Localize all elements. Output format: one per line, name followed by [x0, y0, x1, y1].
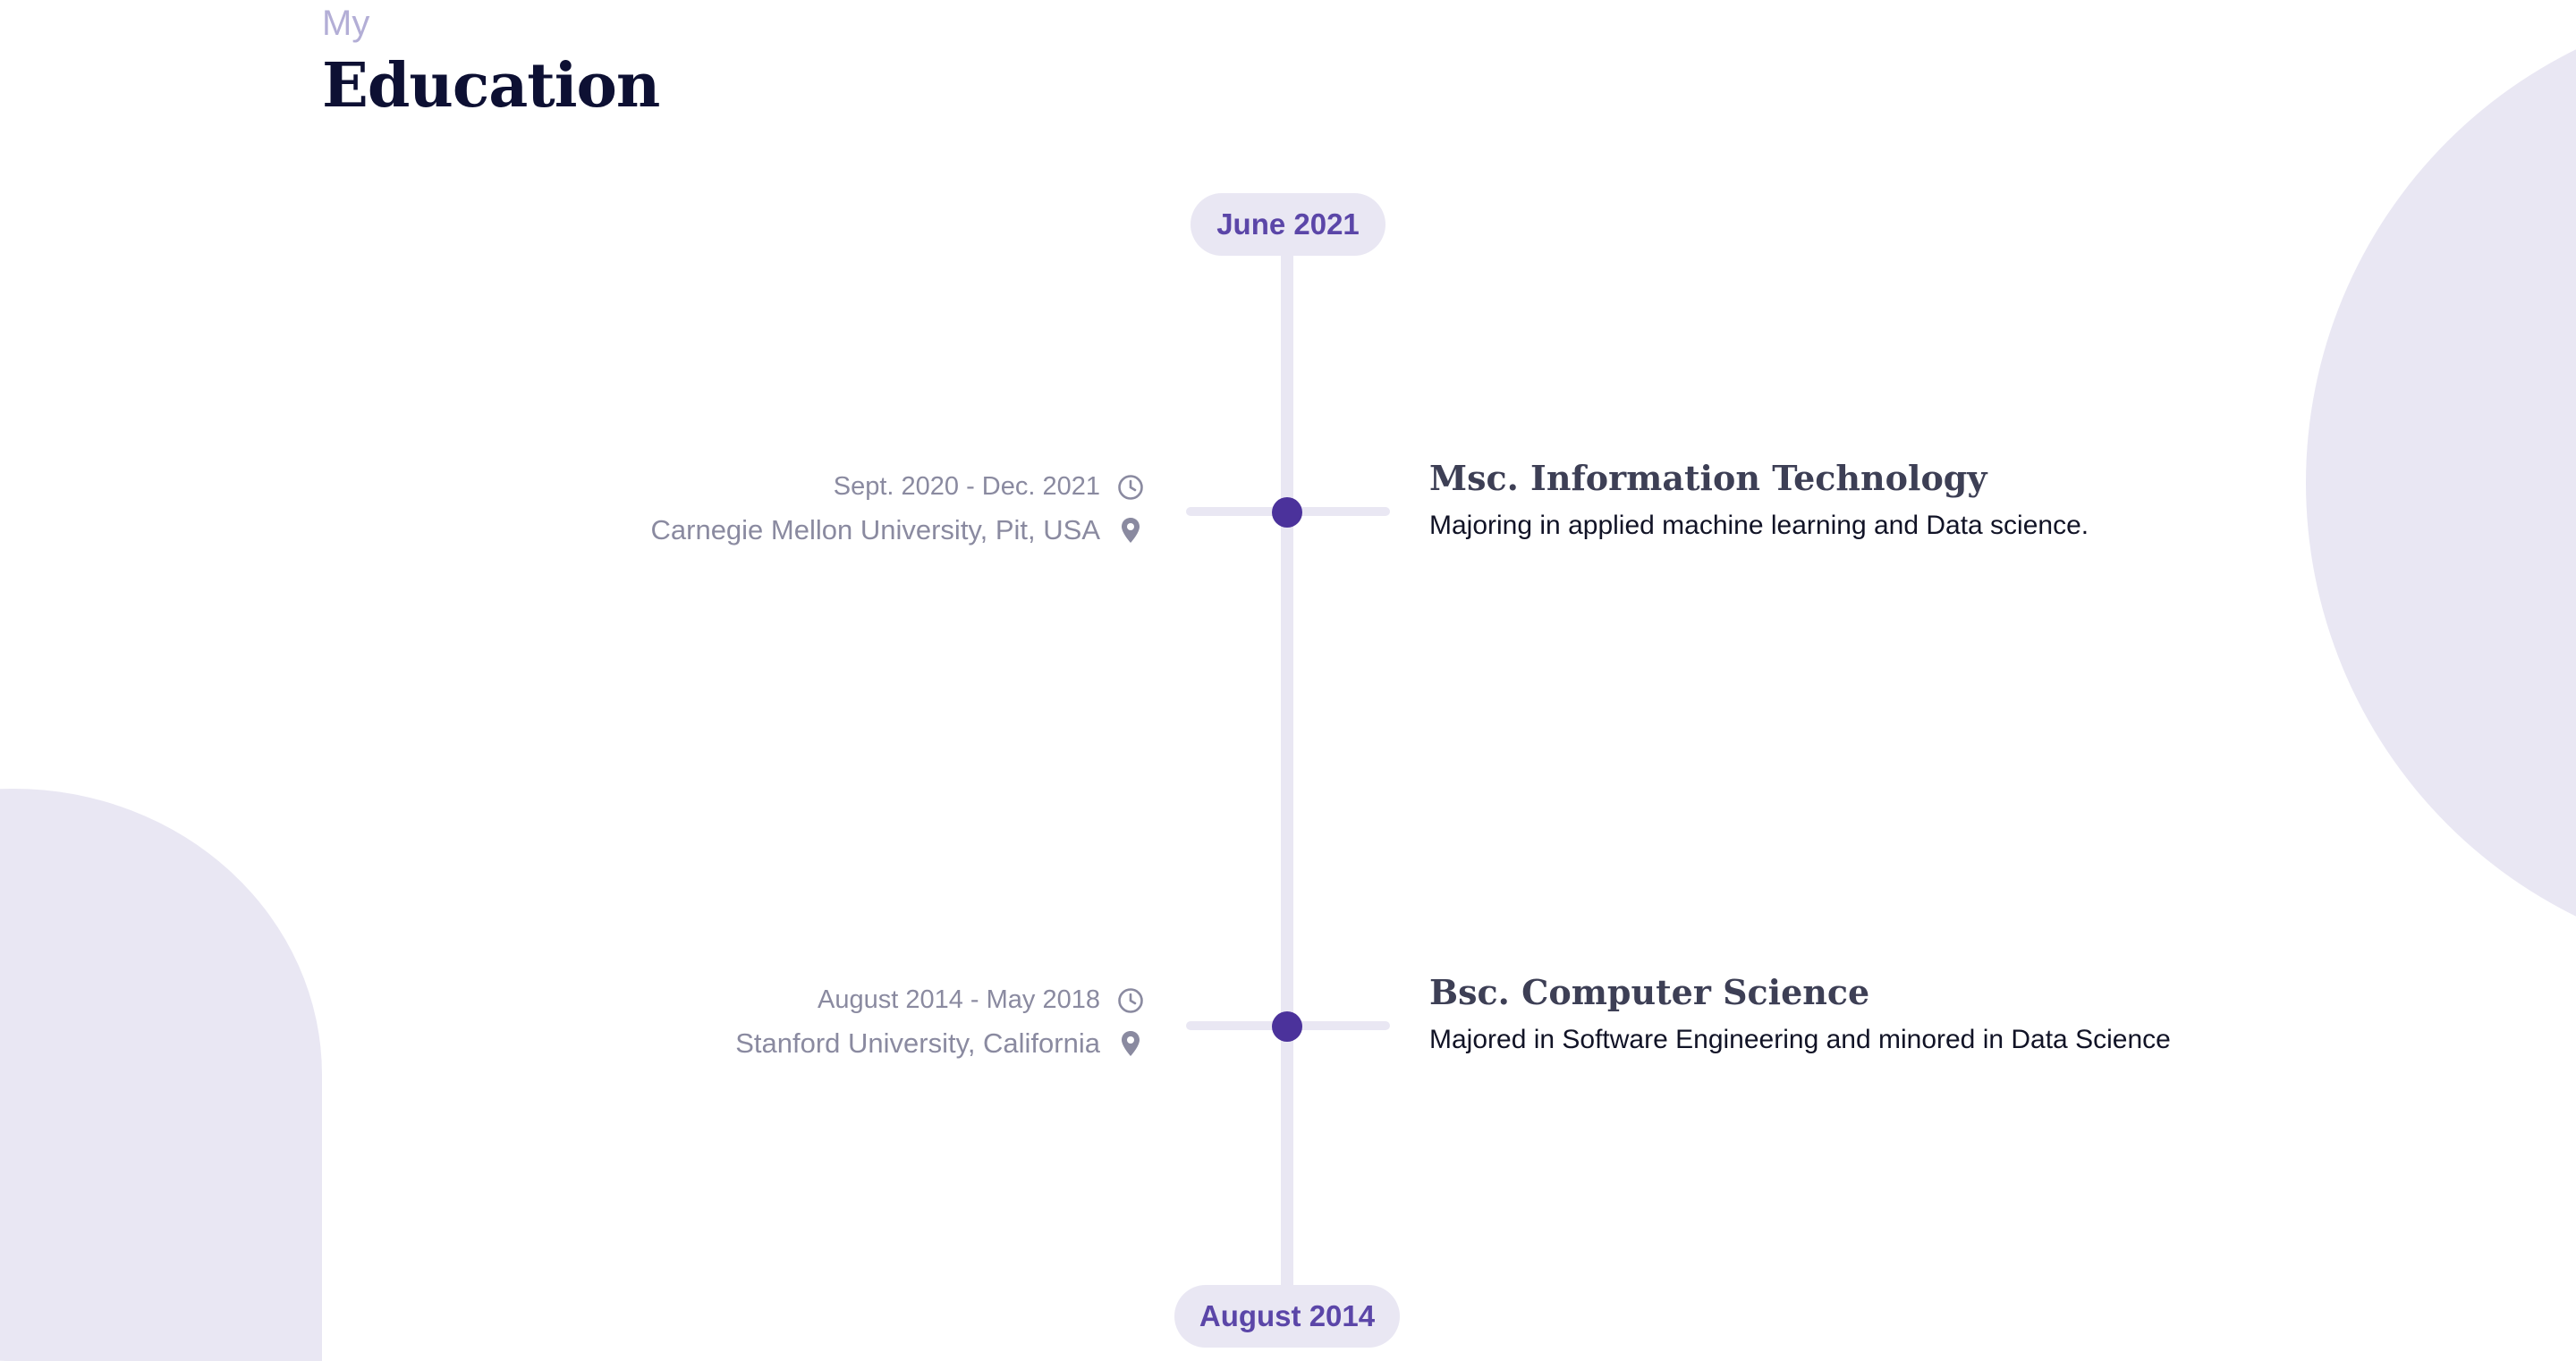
entry-degree: Bsc. Computer Science — [1429, 972, 1870, 1012]
entry-location-row: Carnegie Mellon University, Pit, USA — [651, 514, 1146, 546]
entry-dates: August 2014 - May 2018 — [818, 985, 1100, 1014]
timeline-dot — [1272, 497, 1302, 528]
entry-dates: Sept. 2020 - Dec. 2021 — [833, 472, 1100, 501]
timeline-entry-content: Msc. Information Technology Majoring in … — [1429, 458, 2089, 541]
map-pin-icon — [1116, 516, 1145, 545]
timeline-entry-meta: Sept. 2020 - Dec. 2021 Carnegie Mellon U… — [651, 472, 1146, 546]
timeline-start-pill: June 2021 — [1191, 193, 1385, 256]
timeline-end-pill: August 2014 — [1174, 1285, 1400, 1348]
decorative-circle-right — [2306, 0, 2576, 966]
section-eyebrow: My — [322, 4, 370, 43]
clock-icon — [1116, 473, 1145, 502]
entry-location-row: Stanford University, California — [735, 1027, 1145, 1060]
entry-description: Majored in Software Engineering and mino… — [1429, 1025, 2171, 1054]
timeline-entry-meta: August 2014 - May 2018 Stanford Universi… — [735, 985, 1145, 1060]
entry-location: Carnegie Mellon University, Pit, USA — [650, 514, 1101, 545]
entry-date-row: August 2014 - May 2018 — [818, 985, 1145, 1015]
entry-degree: Msc. Information Technology — [1429, 458, 1987, 498]
entry-description: Majoring in applied machine learning and… — [1429, 511, 2089, 540]
timeline-dot — [1272, 1011, 1302, 1042]
entry-date-row: Sept. 2020 - Dec. 2021 — [834, 472, 1145, 502]
timeline-entry-content: Bsc. Computer Science Majored in Softwar… — [1429, 972, 2171, 1055]
decorative-circle-left — [0, 789, 322, 1361]
clock-icon — [1116, 986, 1145, 1015]
timeline-track — [1281, 241, 1293, 1297]
entry-location: Stanford University, California — [735, 1027, 1100, 1059]
section-title: Education — [322, 50, 660, 122]
map-pin-icon — [1116, 1029, 1145, 1058]
